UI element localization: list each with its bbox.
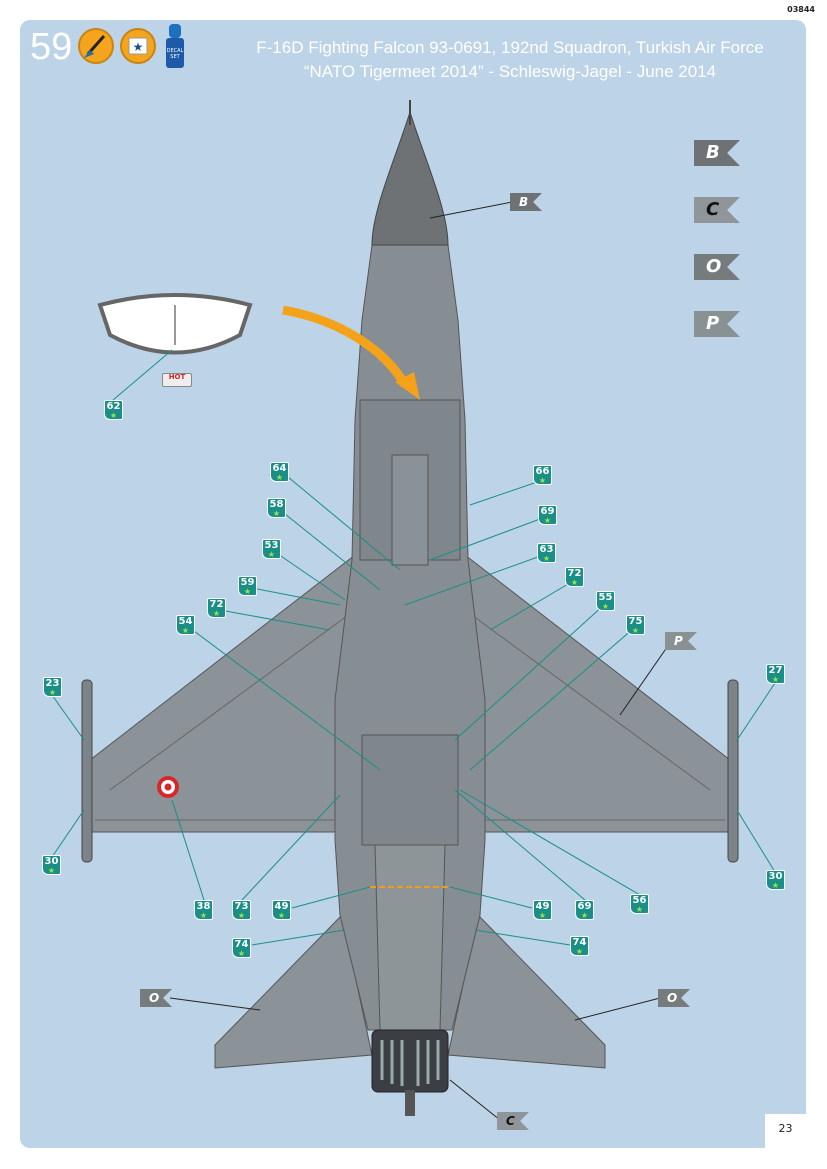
decal-badge: 55★: [596, 591, 615, 611]
left-wingtip-rail: [81, 679, 93, 863]
nose-cone: [371, 110, 449, 246]
title-line-2: “NATO Tigermeet 2014” - Schleswig-Jagel …: [303, 62, 717, 81]
decal-softener-bottle-icon: DECAL SET: [165, 24, 185, 68]
decal-badge: 73★: [232, 900, 251, 920]
step-number: 59: [30, 26, 73, 68]
product-code: 03844: [787, 5, 815, 14]
decal-badge: 27★: [766, 664, 785, 684]
decal-badge: 72★: [207, 598, 226, 618]
decal-badge: 62★: [104, 400, 123, 420]
decal-badge: 66★: [533, 465, 552, 485]
paint-callout-p: P: [665, 632, 697, 650]
page-number: 23: [765, 1114, 806, 1148]
left-wing: [89, 553, 356, 833]
decal-badge: 54★: [176, 615, 195, 635]
decal-badge: 63★: [537, 543, 556, 563]
decal-badge: 30★: [766, 870, 785, 890]
paint-legend-o: O: [694, 254, 740, 280]
decal-badge: 75★: [626, 615, 645, 635]
hot-label: HOT: [168, 373, 186, 381]
decal-badge: 23★: [43, 677, 62, 697]
decal-badge: 59★: [238, 576, 257, 596]
svg-text:★: ★: [133, 40, 144, 54]
paint-callout-o-right: O: [658, 989, 690, 1007]
hot-warning-decal: HOT: [162, 373, 192, 387]
paint-brush-icon: [78, 28, 114, 64]
decal-badge: 49★: [533, 900, 552, 920]
decal-badge: 58★: [267, 498, 286, 518]
title-line-1: F-16D Fighting Falcon 93-0691, 192nd Squ…: [256, 38, 764, 57]
decal-badge: 72★: [565, 567, 584, 587]
decal-badge: 69★: [575, 900, 594, 920]
paint-callout-o-left: O: [140, 989, 172, 1007]
right-wingtip-rail: [727, 679, 739, 863]
decal-badge: 38★: [194, 900, 213, 920]
decal-badge: 64★: [270, 462, 289, 482]
bottle-label: DECAL SET: [166, 48, 184, 60]
decal-badge: 74★: [570, 936, 589, 956]
decal-badge: 53★: [262, 539, 281, 559]
paint-callout-b: B: [510, 193, 542, 211]
right-stabilizer: [447, 913, 606, 1069]
left-stabilizer: [214, 913, 373, 1069]
placement-arrow: [282, 305, 409, 388]
decal-badge: 30★: [42, 855, 61, 875]
decal-badge: 74★: [232, 938, 251, 958]
decal-badge: 56★: [630, 894, 649, 914]
paint-callout-c: C: [497, 1112, 529, 1130]
decal-badge: 49★: [272, 900, 291, 920]
decal-badge: 69★: [538, 505, 557, 525]
decal-water-icon: ★: [120, 28, 156, 64]
